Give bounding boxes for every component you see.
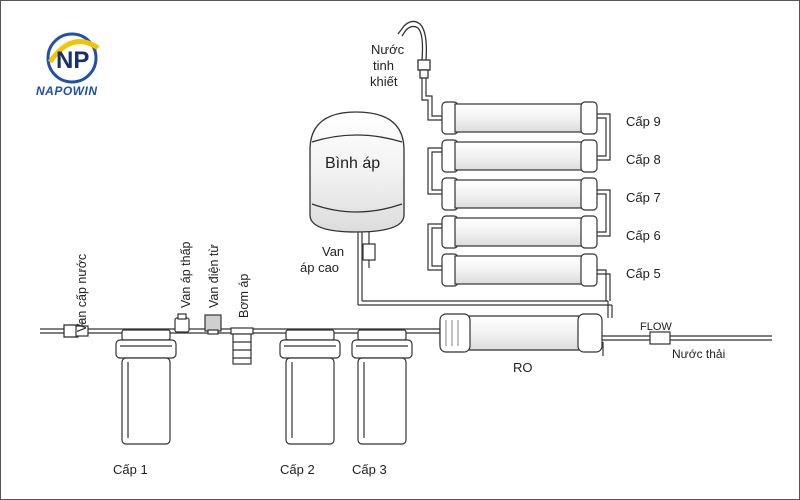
pump-icon xyxy=(230,327,254,365)
low-pressure-valve-label: Van áp thấp xyxy=(179,241,193,308)
stage-1-label: Cấp 1 xyxy=(113,462,148,477)
filter-connections xyxy=(421,78,611,301)
napowin-logo: NP xyxy=(46,32,100,84)
stage-2-housing xyxy=(279,329,341,445)
stage-8-filter xyxy=(441,139,598,173)
waste-line xyxy=(602,331,772,356)
stage-2-label: Cấp 2 xyxy=(280,462,315,477)
inlet-valve-label: Van cấp nước xyxy=(75,254,89,332)
pure-water-label-1: Nước xyxy=(371,42,405,57)
solenoid-valve-label: Van điện từ xyxy=(207,244,221,308)
stage-7-label: Cấp 7 xyxy=(626,190,661,205)
ro-label: RO xyxy=(513,360,533,375)
high-pressure-valve-icon xyxy=(362,232,376,268)
pure-water-label-3: khiết xyxy=(370,74,398,89)
pump-label: Bơm áp xyxy=(237,274,251,318)
stage-3-label: Cấp 3 xyxy=(352,462,387,477)
low-pressure-valve-icon xyxy=(174,313,190,333)
stage-7-filter xyxy=(441,177,598,211)
stage-5-filter xyxy=(441,253,598,287)
ro-membrane xyxy=(439,313,603,353)
pressure-tank-label: Bình áp xyxy=(325,155,380,172)
waste-water-label: Nước thải xyxy=(672,347,725,361)
post-filters xyxy=(441,101,598,287)
inlet-valve-icon xyxy=(75,320,89,337)
stage-9-filter xyxy=(441,101,598,135)
pure-water-label-2: tinh xyxy=(373,58,394,73)
high-pressure-valve-label-1: Van xyxy=(322,244,344,259)
stage-5-label: Cấp 5 xyxy=(626,266,661,281)
solenoid-valve-icon xyxy=(204,314,222,335)
tank-pipe xyxy=(357,232,613,318)
flow-label: FLOW xyxy=(640,321,672,333)
stage-6-label: Cấp 6 xyxy=(626,228,661,243)
logo-initials: NP xyxy=(56,47,89,74)
brand-name: NAPOWIN xyxy=(36,84,98,98)
stage-9-label: Cấp 9 xyxy=(626,114,661,129)
high-pressure-valve-label-2: áp cao xyxy=(300,260,339,275)
faucet-icon xyxy=(397,20,431,79)
stage-6-filter xyxy=(441,215,598,249)
stage-1-housing xyxy=(115,329,177,445)
pressure-tank xyxy=(309,111,405,233)
stage-8-label: Cấp 8 xyxy=(626,152,661,167)
stage-3-housing xyxy=(351,329,413,445)
